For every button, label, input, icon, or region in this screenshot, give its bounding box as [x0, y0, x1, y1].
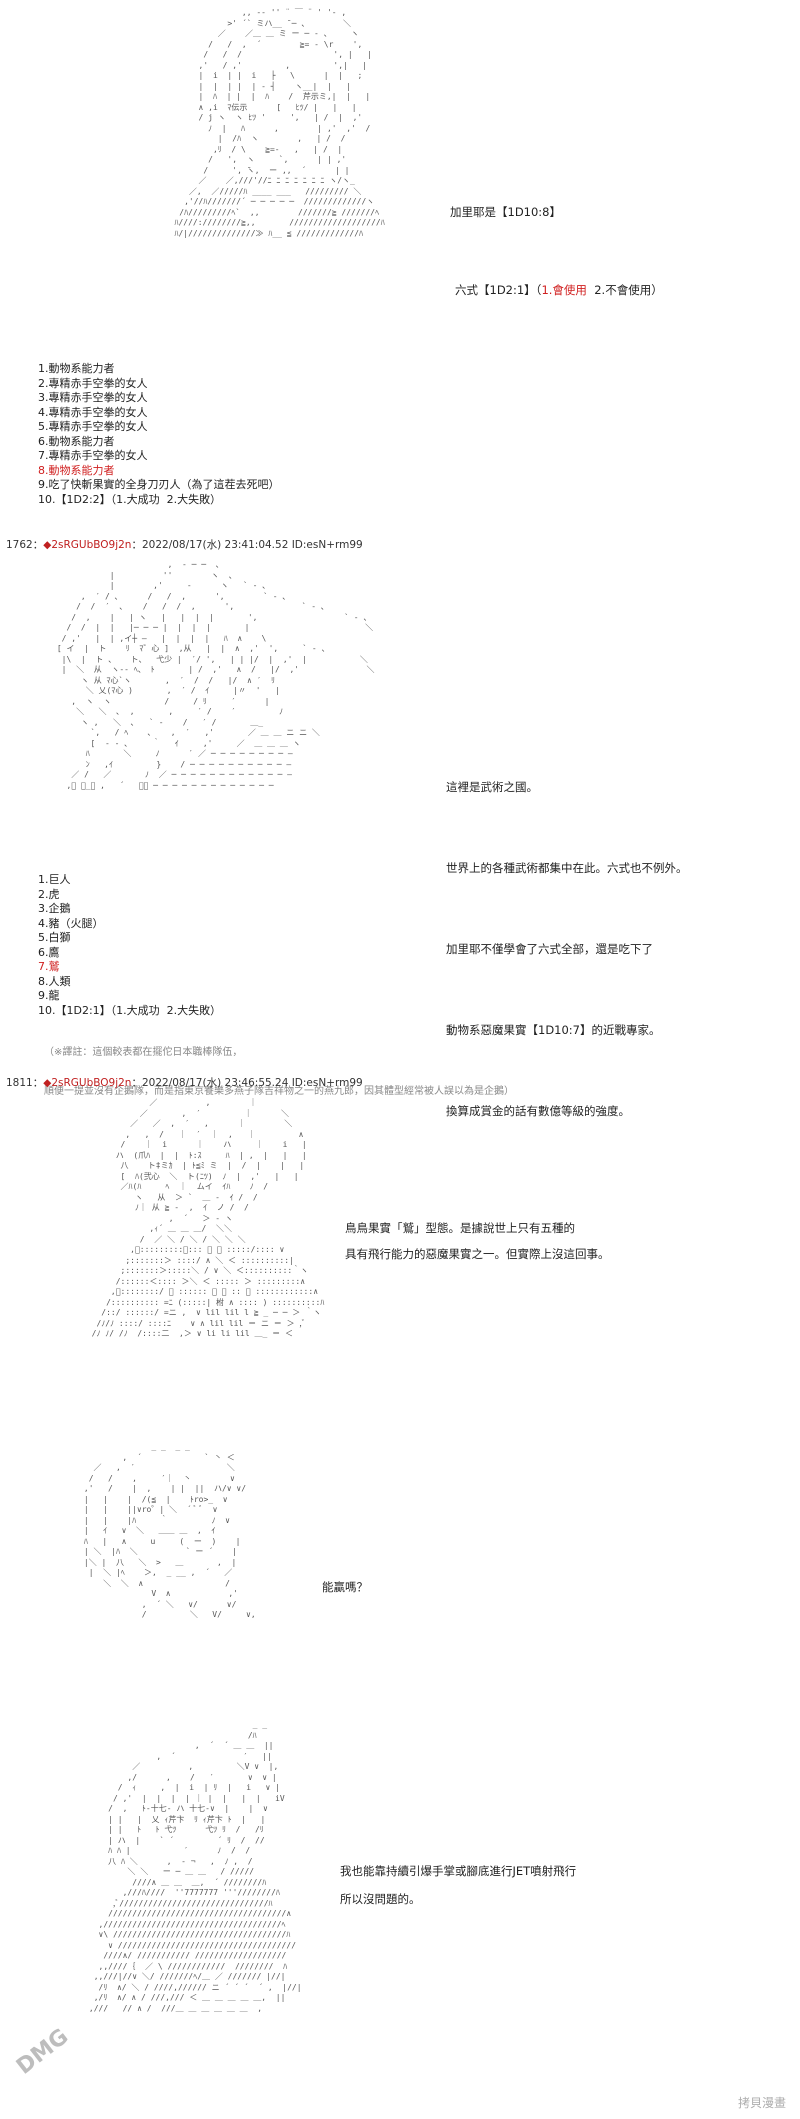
caption-jet-flight: 我也能靠持續引爆手掌或腳底進行JET噴射飛行 — [340, 1864, 577, 1878]
post-number: 1762： — [6, 539, 44, 551]
post-meta: ：2022/08/17(水) 23:46:55.24 ID:esN+rm99 — [131, 1077, 363, 1089]
post-number: 1811： — [6, 1077, 44, 1089]
list-item: 4.豬（火腿） — [38, 916, 104, 930]
post-meta: ：2022/08/17(水) 23:41:04.52 ID:esN+rm99 — [131, 539, 363, 551]
site-logo-watermark: DMG — [12, 2024, 74, 2080]
list-item: 5.專精赤手空拳的女人 — [38, 420, 148, 433]
list-item: 10.【1D2:1】（1.大成功 2.大失敗） — [38, 1003, 222, 1017]
caption-line: 世界上的各種武術都集中在此。六式也不例外。 — [446, 861, 688, 875]
list-item: 2.專精赤手空拳的女人 — [38, 376, 148, 390]
ascii-art-girl-4: _ _ _ _ , ´ ` 丶 ＜ ／ , ′ ＼ / / , ′｜ 丶 ∨ ,… — [83, 1442, 256, 1619]
caption-rokushiki-option-1: 1.會使用 — [541, 283, 587, 297]
caption-kariye-roll: 加里耶是【1D10:8】 — [450, 205, 561, 219]
caption-no-problem: 所以沒問題的。 — [340, 1892, 421, 1906]
ascii-art-girl-5: _ _ /ﾊ , ´ ´ ＿ ＿ || , ´ ′ || ／ , ＼V ∨ |,… — [88, 1720, 302, 2013]
post-header-1811: 1811：◆2sRGUbBO9j2n：2022/08/17(水) 23:46:5… — [6, 1075, 363, 1090]
trip-diamond-icon: ◆ — [43, 1077, 52, 1089]
caption-rokushiki-roll: 六式【1D2:1】（1.會使用 2.不會使用） — [455, 283, 663, 297]
list-item: 3.企鵝 — [38, 902, 71, 915]
list-item: 8.人類 — [38, 974, 71, 988]
caption-can-win: 能贏嗎？ — [322, 1580, 368, 1594]
note-line: 順便一提並沒有企鵝隊，而是指東京養樂多燕子隊吉祥物之一的燕九郎，因其體型經常被人… — [44, 1086, 514, 1097]
list-item-selected: 7.鷲 — [38, 960, 60, 973]
list-item-selected: 8.動物系能力者 — [38, 463, 115, 477]
site-watermark-text: 拷貝漫畫 — [737, 2096, 786, 2110]
list-item: 9.龍 — [38, 989, 60, 1002]
list-item: 6.鷹 — [38, 945, 60, 959]
list-item: 1.巨人 — [38, 873, 71, 886]
note-line: （※譯註：這個較表都在擺佗日本職棒隊伍， — [44, 1047, 243, 1058]
list-item: 4.專精赤手空拳的女人 — [38, 405, 148, 419]
poster-trip[interactable]: 2sRGUbBO9j2n — [51, 539, 132, 551]
trip-diamond-icon: ◆ — [43, 539, 52, 551]
caption-line: 動物系惡魔果實【1D10:7】的近戰專家。 — [446, 1023, 661, 1037]
poster-trip[interactable]: 2sRGUbBO9j2n — [51, 1077, 132, 1089]
list-item: 1.動物系能力者 — [38, 362, 115, 375]
list-item: 9.吃了快斬果實的全身刀刃人（為了這茬去死吧） — [38, 478, 280, 491]
post1762-captions: 這裡是武術之國。 世界上的各種武術都集中在此。六式也不例外。 加里耶不僅學會了六… — [446, 720, 688, 1152]
list-item: 7.專精赤手空拳的女人 — [38, 449, 148, 462]
ascii-art-girl-3: ／ , ｜ ／ , ′ ｜ ＼ ／ ／ , ′ , ｜ ＼ , , / ｜ ′ … — [91, 1098, 325, 1338]
caption-rokushiki-option-2: 2.不會使用） — [586, 283, 663, 297]
list-item: 6.動物系能力者 — [38, 434, 115, 448]
caption-washi-form: 鳥鳥果實「鷲」型態。是據說世上只有五種的 — [345, 1221, 575, 1235]
ascii-art-girl-2: , ‐ ─ ─ ､ | '' ヽ 、 | ,' - ヽ ` ‐ ､ , ′ / … — [56, 560, 375, 790]
list-item: 3.專精赤手空拳的女人 — [38, 391, 148, 404]
roll-list-2: 1.巨人 2.虎 3.企鵝 4.豬（火腿） 5.白獅 6.鷹 7.鷲 8.人類 … — [38, 873, 221, 1018]
post-header-1762: 1762：◆2sRGUbBO9j2n：2022/08/17(水) 23:41:0… — [6, 537, 363, 552]
caption-rokushiki-prefix: 六式【1D2:1】（ — [455, 283, 542, 297]
caption-line: 加里耶不僅學會了六式全部，還是吃下了 — [446, 942, 653, 956]
list-item: 10.【1D2:2】（1.大成功 2.大失敗） — [38, 492, 222, 506]
translator-note: （※譯註：這個較表都在擺佗日本職棒隊伍， 順便一提並沒有企鵝隊，而是指東京養樂多… — [44, 1020, 514, 1111]
ascii-art-girl-1: ,, -‐ '' ¨ ￣ ¨ ' '‐ , >' ´` ミハ__ ̄ ─ 、 ＼… — [174, 8, 385, 238]
roll-list-1: 1.動物系能力者 2.專精赤手空拳的女人 3.專精赤手空拳的女人 4.專精赤手空… — [38, 362, 280, 507]
list-item: 5.白獅 — [38, 931, 71, 944]
caption-line: 這裡是武術之國。 — [446, 780, 538, 794]
caption-flight-ability: 具有飛行能力的惡魔果實之一。但實際上沒這回事。 — [345, 1247, 610, 1261]
caption-line: 換算成賞金的話有數億等級的強度。 — [446, 1104, 630, 1118]
list-item: 2.虎 — [38, 887, 60, 901]
